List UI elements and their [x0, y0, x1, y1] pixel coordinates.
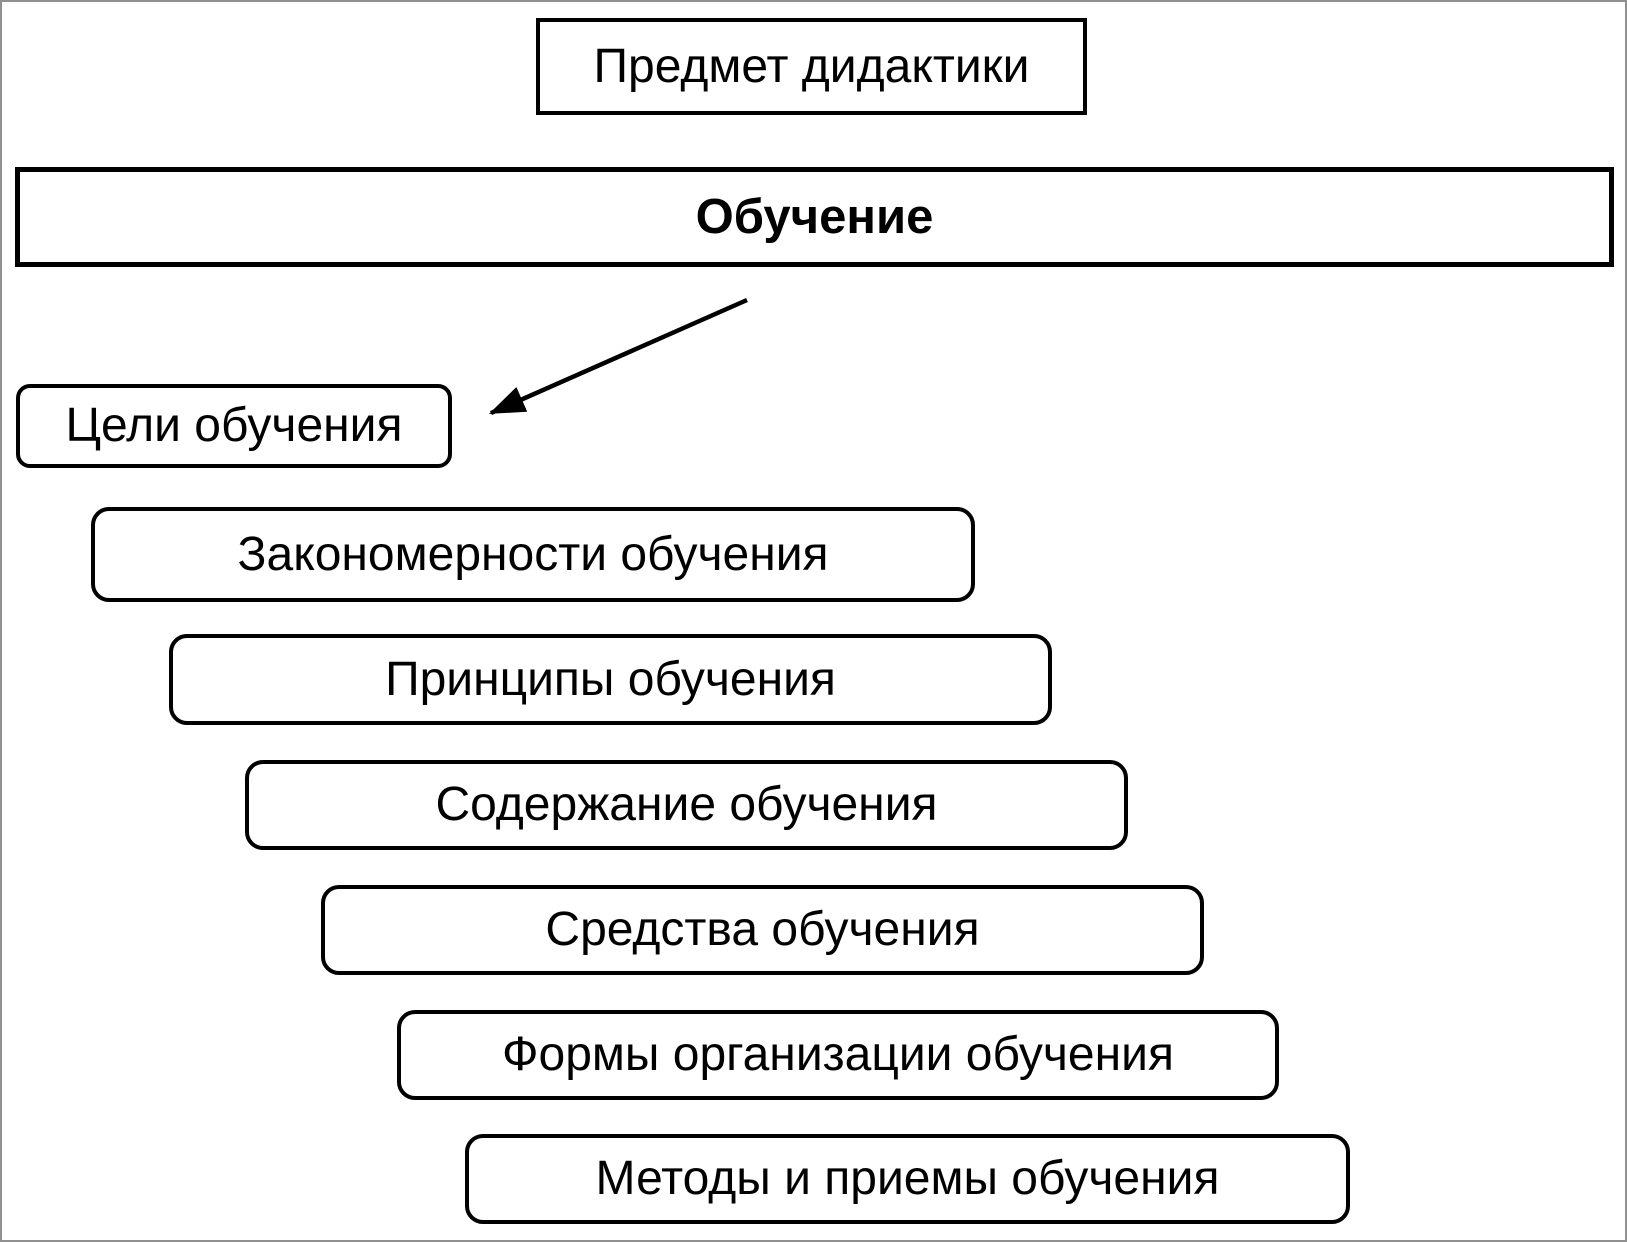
cascade-box-label: Принципы обучения: [385, 652, 836, 706]
arrow-down-left-icon: [488, 297, 748, 416]
cascade-box-formy-organizatsii-obucheniya: Формы организации обучения: [397, 1010, 1279, 1100]
title-box: Предмет дидактики: [536, 18, 1087, 115]
cascade-box-soderzhanie-obucheniya: Содержание обучения: [245, 760, 1128, 850]
cascade-box-label: Цели обучения: [65, 399, 403, 452]
cascade-box-zakonomernosti-obucheniya: Закономерности обучения: [91, 507, 975, 602]
title-box-label: Предмет дидактики: [593, 39, 1030, 93]
cascade-box-label: Методы и приемы обучения: [595, 1152, 1220, 1205]
cascade-box-label: Закономерности обучения: [237, 527, 829, 581]
cascade-box-tseli-obucheniya: Цели обучения: [16, 384, 452, 468]
obuchenie-box: Обучение: [15, 167, 1614, 267]
cascade-box-printsipy-obucheniya: Принципы обучения: [169, 634, 1052, 725]
cascade-box-metody-i-priemy-obucheniya: Методы и приемы обучения: [465, 1134, 1350, 1224]
cascade-box-label: Формы организации обучения: [502, 1028, 1174, 1081]
cascade-box-sredstva-obucheniya: Средства обучения: [321, 885, 1204, 975]
cascade-box-label: Содержание обучения: [435, 778, 938, 831]
obuchenie-box-label: Обучение: [695, 189, 934, 244]
cascade-box-label: Средства обучения: [545, 903, 980, 956]
